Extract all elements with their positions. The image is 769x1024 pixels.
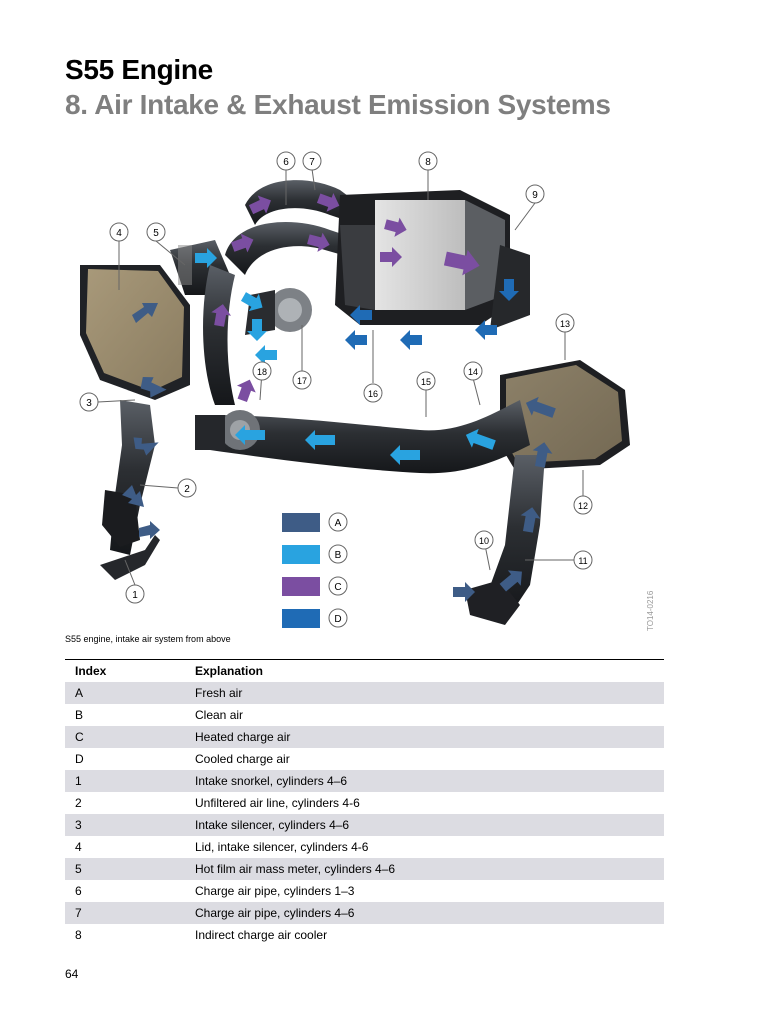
callout-5: 5 bbox=[146, 222, 166, 242]
svg-text:D: D bbox=[334, 614, 341, 625]
svg-text:14: 14 bbox=[468, 367, 478, 377]
callout-9: 9 bbox=[525, 184, 545, 204]
row-index: B bbox=[75, 708, 84, 722]
flow-arrows bbox=[122, 192, 556, 602]
callout-7: 7 bbox=[302, 151, 322, 171]
callout-8: 8 bbox=[418, 151, 438, 171]
svg-text:A: A bbox=[335, 518, 342, 529]
svg-text:8: 8 bbox=[425, 157, 431, 168]
row-index: 4 bbox=[75, 840, 82, 854]
row-index: A bbox=[75, 686, 84, 700]
row-text: Hot film air mass meter, cylinders 4–6 bbox=[195, 862, 396, 876]
svg-text:3: 3 bbox=[86, 398, 92, 409]
row-text: Intake snorkel, cylinders 4–6 bbox=[195, 774, 348, 788]
charge-air-cooler bbox=[335, 190, 530, 330]
callout-leaders bbox=[97, 168, 584, 586]
svg-text:16: 16 bbox=[368, 389, 378, 399]
table-row: 1 Intake snorkel, cylinders 4–6 bbox=[65, 770, 664, 792]
charge-air-pipes bbox=[203, 180, 360, 405]
svg-text:10: 10 bbox=[479, 536, 489, 546]
table-body: A Fresh air B Clean air C Heated charge air… bbox=[65, 682, 664, 946]
svg-text:7: 7 bbox=[309, 157, 315, 168]
table-row: 2 Unfiltered air line, cylinders 4-6 bbox=[65, 792, 664, 814]
table-row: 5 Hot film air mass meter, cylinders 4–6 bbox=[65, 858, 664, 880]
svg-text:4: 4 bbox=[116, 228, 122, 239]
callout-6: 6 bbox=[276, 151, 296, 171]
svg-text:15: 15 bbox=[421, 377, 431, 387]
row-index: D bbox=[75, 752, 84, 766]
table-row: D Cooled charge air bbox=[65, 748, 664, 770]
intake-silencer-right bbox=[465, 360, 630, 625]
legend-item-d: D bbox=[282, 608, 348, 628]
table-row: C Heated charge air bbox=[65, 726, 664, 748]
header-index: Index bbox=[75, 664, 107, 678]
table-row: A Fresh air bbox=[65, 682, 664, 704]
row-text: Fresh air bbox=[195, 686, 243, 700]
row-index: C bbox=[75, 730, 84, 744]
svg-text:C: C bbox=[334, 582, 341, 593]
table-row: 7 Charge air pipe, cylinders 4–6 bbox=[65, 902, 664, 924]
row-text: Heated charge air bbox=[195, 730, 291, 744]
legend: A B C D bbox=[282, 512, 348, 628]
row-text: Charge air pipe, cylinders 1–3 bbox=[195, 884, 355, 898]
svg-text:1: 1 bbox=[132, 590, 138, 601]
section-title: 8. Air Intake & Exhaust Emission Systems bbox=[65, 89, 611, 120]
callout-4: 4 bbox=[109, 222, 129, 242]
header-explanation: Explanation bbox=[195, 664, 264, 678]
table-row: 6 Charge air pipe, cylinders 1–3 bbox=[65, 880, 664, 902]
legend-item-a: A bbox=[282, 512, 348, 532]
figure-code: TO14-0216 bbox=[646, 590, 655, 631]
legend-item-c: C bbox=[282, 576, 348, 596]
row-text: Indirect charge air cooler bbox=[195, 928, 328, 942]
row-text: Clean air bbox=[195, 708, 244, 722]
svg-text:13: 13 bbox=[560, 319, 570, 329]
page-number: 64 bbox=[65, 967, 79, 981]
svg-text:B: B bbox=[335, 550, 342, 561]
table-header: Index Explanation bbox=[65, 660, 664, 682]
row-text: Lid, intake silencer, cylinders 4-6 bbox=[195, 840, 369, 854]
callout-3: 3 bbox=[79, 392, 99, 412]
svg-text:17: 17 bbox=[297, 376, 307, 386]
row-index: 3 bbox=[75, 818, 82, 832]
row-index: 7 bbox=[75, 906, 82, 920]
svg-text:9: 9 bbox=[532, 190, 538, 201]
document-title: S55 Engine bbox=[65, 54, 213, 85]
callout-18: 18 bbox=[252, 361, 272, 381]
callout-10: 10 bbox=[474, 530, 494, 550]
callout-13: 13 bbox=[555, 313, 575, 333]
svg-text:11: 11 bbox=[578, 556, 587, 566]
row-index: 6 bbox=[75, 884, 82, 898]
svg-text:12: 12 bbox=[578, 501, 588, 511]
callout-1: 1 bbox=[125, 584, 145, 604]
row-index: 5 bbox=[75, 862, 82, 876]
callout-17: 17 bbox=[292, 370, 312, 390]
table-row: B Clean air bbox=[65, 704, 664, 726]
svg-text:2: 2 bbox=[184, 484, 190, 495]
figure-caption: S55 engine, intake air system from above bbox=[65, 634, 231, 644]
svg-text:5: 5 bbox=[153, 228, 159, 239]
intake-silencer-left bbox=[80, 265, 190, 580]
table-row: 4 Lid, intake silencer, cylinders 4-6 bbox=[65, 836, 664, 858]
callout-12: 12 bbox=[573, 495, 593, 515]
row-index: 8 bbox=[75, 928, 82, 942]
legend-item-b: B bbox=[282, 544, 348, 564]
row-index: 2 bbox=[75, 796, 82, 810]
row-text: Cooled charge air bbox=[195, 752, 290, 766]
explanation-table: Index Explanation A Fresh air B Clean air … bbox=[65, 659, 664, 946]
row-text: Intake silencer, cylinders 4–6 bbox=[195, 818, 350, 832]
svg-text:18: 18 bbox=[257, 367, 267, 377]
table-row: 8 Indirect charge air cooler bbox=[65, 924, 664, 946]
intake-system-illustration: 1 2 3 4 5 6 7 8 9 10 11 12 13 14 15 16 1… bbox=[60, 145, 670, 635]
svg-text:6: 6 bbox=[283, 157, 289, 168]
callout-15: 15 bbox=[416, 371, 436, 391]
callout-2: 2 bbox=[177, 478, 197, 498]
table-row: 3 Intake silencer, cylinders 4–6 bbox=[65, 814, 664, 836]
callout-16: 16 bbox=[363, 383, 383, 403]
row-index: 1 bbox=[75, 774, 82, 788]
row-text: Charge air pipe, cylinders 4–6 bbox=[195, 906, 355, 920]
row-text: Unfiltered air line, cylinders 4-6 bbox=[195, 796, 360, 810]
callout-11: 11 bbox=[573, 550, 593, 570]
callout-14: 14 bbox=[463, 361, 483, 381]
